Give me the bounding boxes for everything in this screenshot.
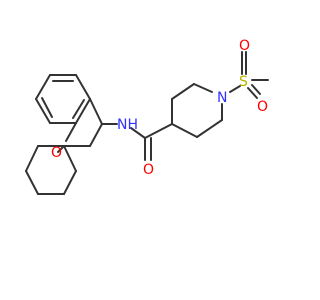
sulfur-label: S: [239, 74, 248, 90]
cyclohexane-ring: [25, 145, 77, 195]
carbonyl-oxygen-label: O: [143, 162, 154, 178]
chromane-oxygen-label: O: [51, 145, 62, 161]
sulfonyl-group: [229, 51, 269, 99]
atom-labels: NH O O N S O O: [51, 38, 268, 178]
molecule-structure-diagram: NH O O N S O O: [25, 38, 269, 195]
benzene-ring: [35, 74, 91, 124]
sulfonyl-oxygen-bottom-label: O: [257, 99, 268, 115]
bonds: [25, 51, 269, 195]
nh-label: NH: [117, 117, 138, 133]
piperidine-ring: [171, 83, 223, 138]
amide-linker: [101, 123, 173, 161]
sulfonyl-oxygen-top-label: O: [239, 38, 250, 54]
piperidine-nitrogen-label: N: [217, 90, 227, 106]
